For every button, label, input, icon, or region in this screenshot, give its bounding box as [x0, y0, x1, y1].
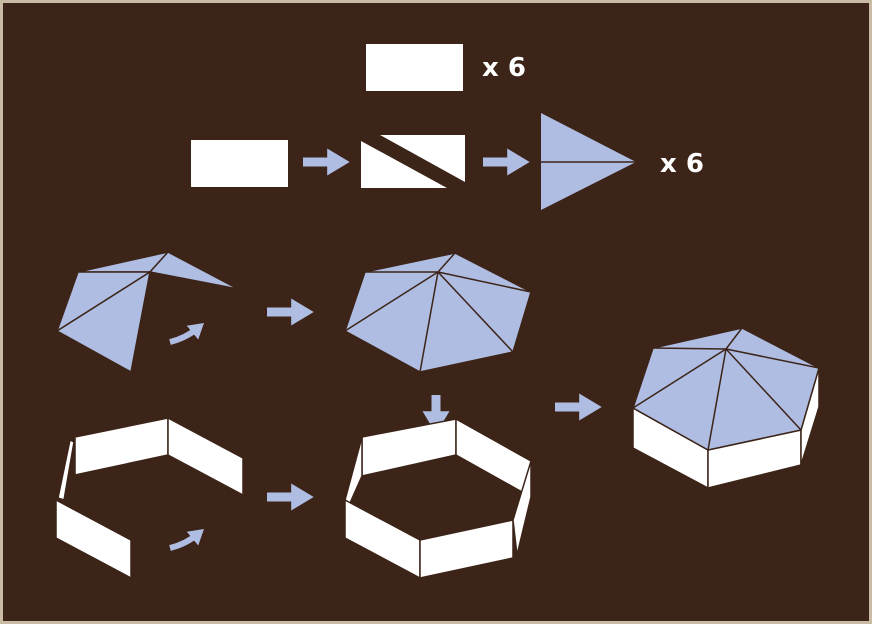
partial-roof	[56, 251, 239, 373]
cut-rect	[361, 135, 465, 188]
triangle-count-label: x 6	[660, 149, 704, 179]
assembled-roof	[344, 252, 532, 373]
roof-triangle-piece	[541, 113, 636, 210]
curved-arrow-icon	[169, 323, 204, 345]
loose-wall-panels	[55, 416, 244, 580]
rect-count-label: x 6	[482, 53, 526, 83]
wall-panel-rect	[366, 44, 463, 91]
roof-source-rect	[191, 140, 288, 187]
assembled-wall-ring	[344, 417, 532, 580]
curved-arrow-icon	[169, 529, 204, 551]
finished-hexagonal-box	[632, 327, 820, 490]
